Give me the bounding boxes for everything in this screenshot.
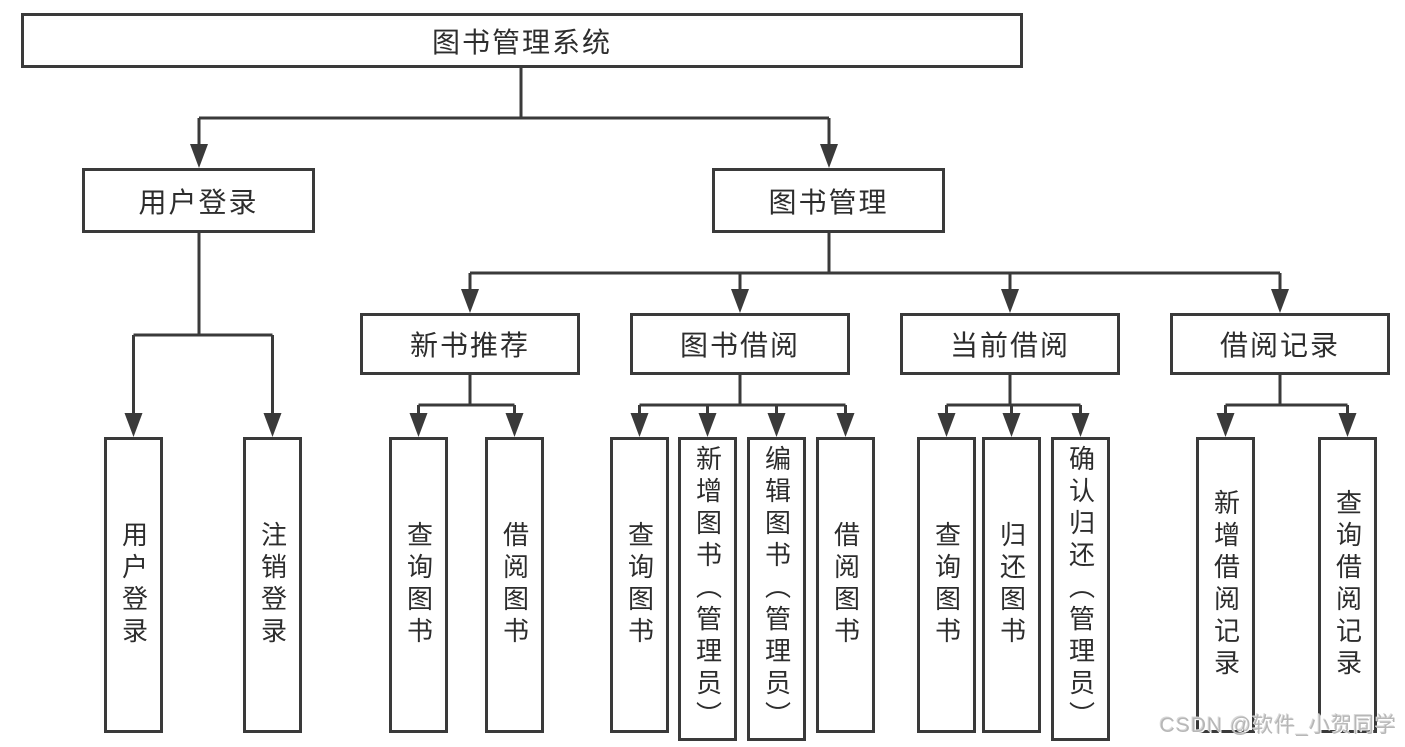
arrowhead-icons [124, 144, 1357, 437]
leaf-query-borrow-record: 查询借阅记录 [1318, 437, 1377, 733]
leaf-query-books-recommend: 查询图书 [389, 437, 448, 733]
leaf-add-book-admin: 新增图书（管理员） [678, 437, 737, 741]
node-book-borrowing: 图书借阅 [630, 313, 850, 375]
csdn-watermark: CSDN @软件_小贺同学 [1159, 714, 1397, 737]
node-root-system: 图书管理系统 [21, 13, 1023, 68]
connector-lines [132, 68, 1349, 419]
leaf-logout-login: 注销登录 [243, 437, 302, 733]
node-user-login: 用户登录 [82, 168, 315, 233]
leaf-borrow-books-recommend: 借阅图书 [485, 437, 544, 733]
leaf-user-login: 用户登录 [104, 437, 163, 733]
leaf-confirm-return-admin: 确认归还（管理员） [1051, 437, 1110, 741]
node-book-management: 图书管理 [712, 168, 945, 233]
node-new-book-recommend: 新书推荐 [360, 313, 580, 375]
node-current-borrowing: 当前借阅 [900, 313, 1120, 375]
leaf-query-books-borrowing: 查询图书 [610, 437, 669, 733]
leaf-add-borrow-record: 新增借阅记录 [1196, 437, 1255, 733]
leaf-edit-book-admin: 编辑图书（管理员） [747, 437, 806, 741]
leaf-borrow-books-borrowing: 借阅图书 [816, 437, 875, 733]
leaf-query-books-current: 查询图书 [917, 437, 976, 733]
node-borrowing-records: 借阅记录 [1170, 313, 1390, 375]
leaf-return-books: 归还图书 [982, 437, 1041, 733]
